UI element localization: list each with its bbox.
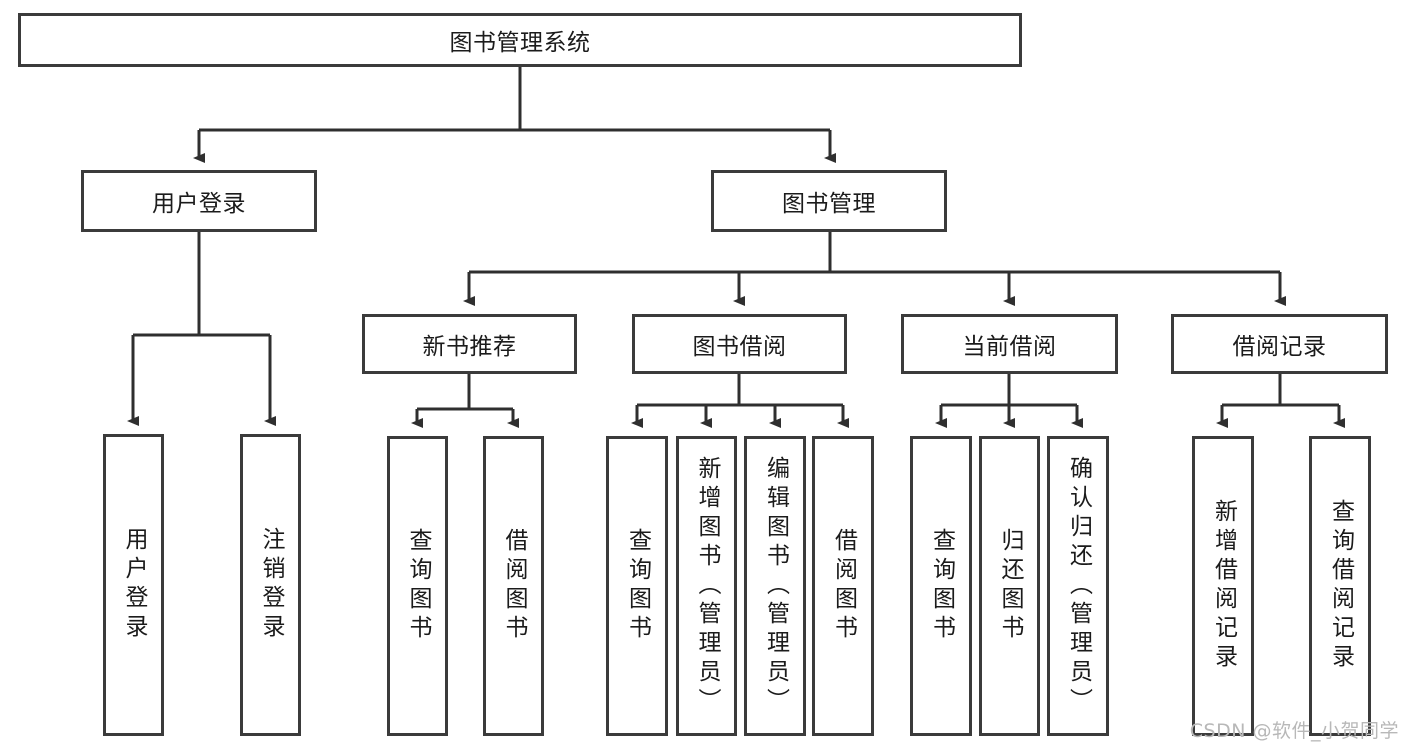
node-label: 借阅图书: [501, 528, 527, 644]
node-leaf-user-login[interactable]: 用户登录: [103, 434, 164, 736]
node-leaf-confirm-return-admin[interactable]: 确认归还（管理员）: [1047, 436, 1109, 736]
node-label: 用户登录: [121, 527, 147, 643]
node-leaf-borrow-book-recommend[interactable]: 借阅图书: [483, 436, 544, 736]
node-label: 查询借阅记录: [1327, 499, 1354, 673]
node-label: 归还图书: [997, 528, 1023, 644]
node-leaf-query-book-recommend[interactable]: 查询图书: [387, 436, 448, 736]
node-leaf-return-book[interactable]: 归还图书: [979, 436, 1040, 736]
node-label: 查询图书: [928, 528, 955, 644]
node-leaf-edit-book-admin[interactable]: 编辑图书（管理员）: [744, 436, 806, 736]
node-label: 注销登录: [258, 527, 284, 643]
node-label: 新增借阅记录: [1210, 499, 1237, 673]
node-leaf-logout[interactable]: 注销登录: [240, 434, 301, 736]
node-label: 确认归还（管理员）: [1065, 455, 1092, 717]
node-leaf-borrow-book[interactable]: 借阅图书: [812, 436, 874, 736]
watermark: CSDN @软件_小贺同学: [1189, 720, 1399, 742]
node-label: 图书管理: [782, 191, 876, 217]
node-leaf-query-borrow-record[interactable]: 查询借阅记录: [1309, 436, 1371, 736]
node-book-borrow[interactable]: 图书借阅: [632, 314, 847, 374]
node-label: 用户登录: [152, 191, 246, 217]
node-label: 新增图书（管理员）: [694, 455, 720, 717]
node-label: 查询图书: [624, 528, 651, 644]
node-label: 借阅图书: [830, 528, 857, 644]
node-root-book-management-system[interactable]: 图书管理系统: [18, 13, 1022, 67]
node-leaf-add-borrow-record[interactable]: 新增借阅记录: [1192, 436, 1254, 736]
node-label: 图书管理系统: [449, 30, 591, 56]
node-leaf-query-book[interactable]: 查询图书: [606, 436, 668, 736]
node-label: 图书借阅: [692, 334, 787, 360]
node-leaf-add-book-admin[interactable]: 新增图书（管理员）: [676, 436, 737, 736]
node-label: 新书推荐: [422, 334, 517, 360]
node-borrow-record[interactable]: 借阅记录: [1171, 314, 1388, 374]
node-label: 编辑图书（管理员）: [762, 455, 789, 717]
node-leaf-query-book-current[interactable]: 查询图书: [910, 436, 972, 736]
node-label: 当前借阅: [962, 334, 1057, 360]
node-label: 查询图书: [405, 528, 431, 644]
node-user-login[interactable]: 用户登录: [81, 170, 317, 232]
node-label: 借阅记录: [1232, 334, 1327, 360]
node-current-borrow[interactable]: 当前借阅: [901, 314, 1118, 374]
node-new-book-recommend[interactable]: 新书推荐: [362, 314, 577, 374]
node-book-management[interactable]: 图书管理: [711, 170, 947, 232]
